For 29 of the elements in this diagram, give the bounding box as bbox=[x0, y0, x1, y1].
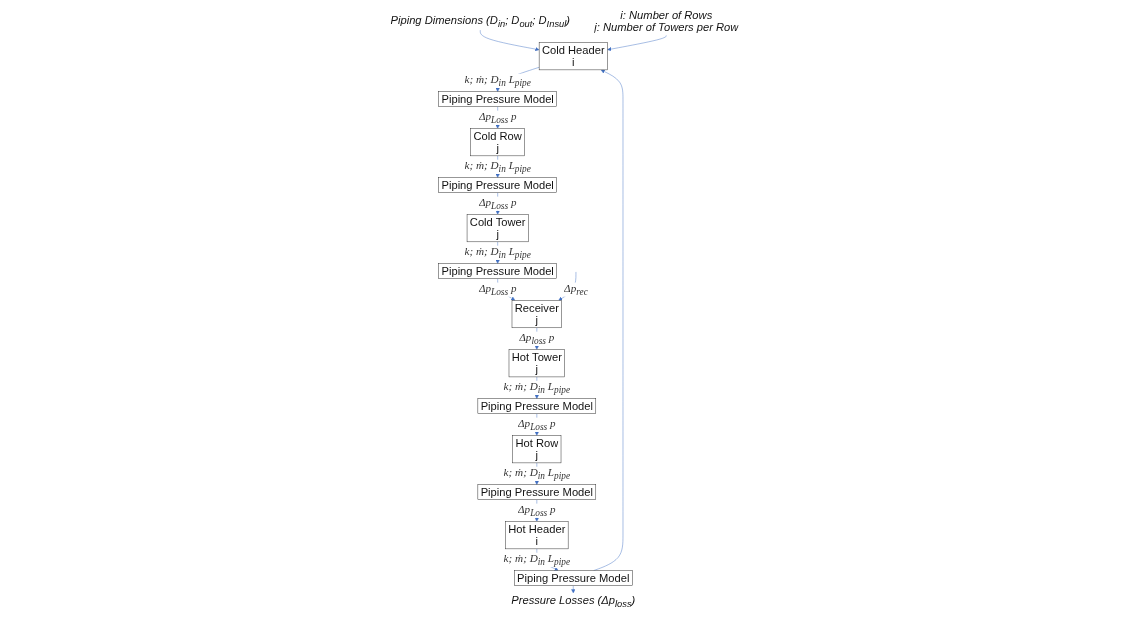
node-box: Cold Tower j bbox=[466, 214, 529, 243]
node-box: Cold Row j bbox=[470, 128, 525, 157]
edge-label: Δp$_{loss}$ p bbox=[519, 331, 555, 346]
node-box: Hot Row j bbox=[512, 435, 562, 464]
edge-label: Δp$_{Loss}$ p bbox=[478, 196, 517, 211]
edge-label: Δp$_{rec}$ bbox=[564, 282, 588, 297]
node-box: Piping Pressure Model bbox=[438, 177, 557, 193]
node-box: Piping Pressure Model bbox=[438, 263, 557, 279]
edge-label: Δp$_{Loss}$ p bbox=[478, 282, 517, 297]
edge-label: Δp$_{Loss}$ p bbox=[518, 417, 556, 432]
edge-label: k; ṁ; D$_{in}$ L$_{pipe}$ bbox=[503, 466, 571, 481]
edge-label: k; ṁ; D$_{in}$ L$_{pipe}$ bbox=[503, 380, 571, 395]
edge-label: Δp$_{Loss}$ p bbox=[478, 110, 517, 125]
node-box: Hot Tower j bbox=[508, 349, 565, 378]
node-box: Receiver j bbox=[511, 300, 562, 328]
edge-label: k; ṁ; D$_{in}$ L$_{pipe}$ bbox=[464, 245, 531, 260]
node-box: Cold Header i bbox=[538, 42, 608, 71]
node-box: Piping Pressure Model bbox=[477, 484, 597, 500]
edge-label: Δp$_{Loss}$ p bbox=[518, 503, 556, 518]
edge-label: k; ṁ; D$_{in}$ L$_{pipe}$ bbox=[464, 73, 531, 88]
node-box: Piping Pressure Model bbox=[477, 398, 597, 414]
edge-label: k; ṁ; D$_{in}$ L$_{pipe}$ bbox=[503, 552, 571, 567]
node-text: Piping Dimensions (D$_{in}$; D$_{out}$; D$_{Insul}$) bbox=[390, 13, 571, 29]
node-box: Piping Pressure Model bbox=[438, 91, 557, 107]
node-text: i: Number of Rows j: Number of Towers per Row bbox=[594, 8, 739, 34]
node-box: Piping Pressure Model bbox=[514, 570, 633, 586]
node-text: Pressure Losses (Δp$_{loss}$) bbox=[511, 594, 636, 609]
node-box: Hot Header i bbox=[505, 521, 569, 550]
edge-label: k; ṁ; D$_{in}$ L$_{pipe}$ bbox=[464, 159, 531, 174]
